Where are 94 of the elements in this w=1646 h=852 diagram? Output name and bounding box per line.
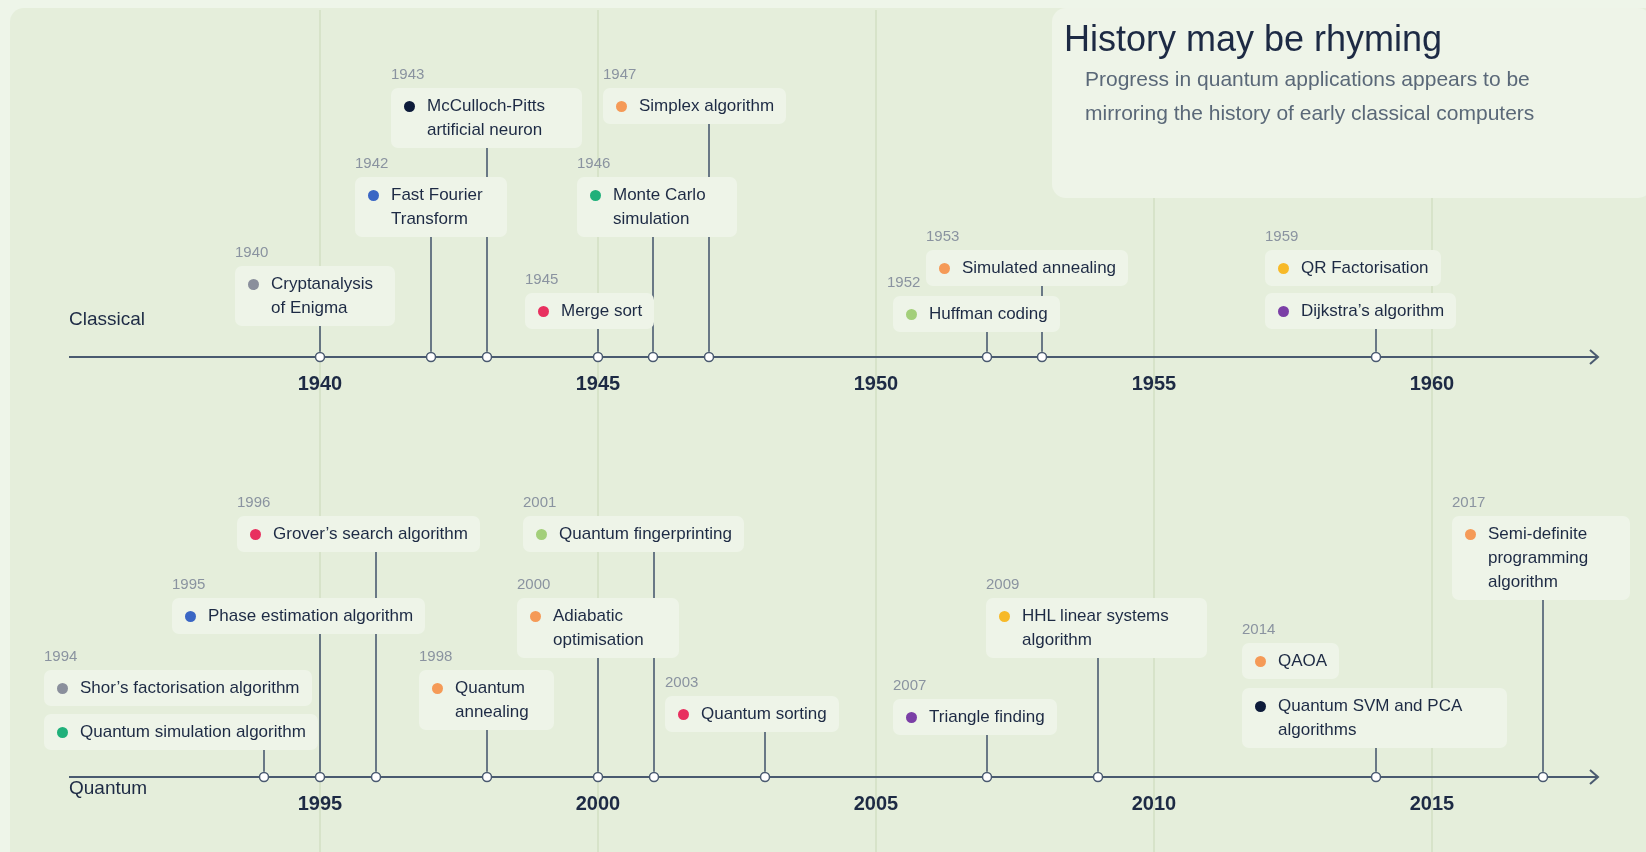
timeline-marker: [314, 351, 326, 363]
year-label: 2017: [1452, 492, 1486, 512]
event-name: Simulated annealing: [962, 257, 1117, 279]
year-label: 1952: [887, 272, 921, 292]
timeline-marker: [481, 351, 493, 363]
axis-year-label: 1945: [574, 372, 622, 395]
axis-year-label: 2015: [1408, 792, 1456, 815]
leader-line: [486, 729, 488, 773]
year-label: 2014: [1242, 619, 1276, 639]
timeline-marker: [370, 771, 382, 783]
event-name: Fast Fourier Transform: [391, 184, 484, 230]
year-label: 1998: [419, 646, 453, 666]
year-label: 1943: [391, 64, 425, 84]
axis-year-label: 1940: [296, 372, 344, 395]
event-name: Triangle finding: [929, 706, 1045, 728]
year-label: 1940: [235, 242, 269, 262]
leader-line: [263, 749, 265, 773]
timeline-marker: [648, 771, 660, 783]
year-label: 1942: [355, 153, 389, 173]
subtitle: Progress in quantum applications appears to be mirroring the history of early classical computers: [1085, 66, 1536, 126]
leader-line: [986, 734, 988, 773]
year-label: 1996: [237, 492, 271, 512]
event-card: [44, 714, 318, 750]
timeline-marker: [1370, 771, 1382, 783]
timeline-marker: [314, 771, 326, 783]
axis-year-label: 2010: [1130, 792, 1178, 815]
leader-line: [1375, 747, 1377, 773]
timeline-marker: [425, 351, 437, 363]
event-name: Cryptanalysis of Enigma: [271, 273, 375, 319]
event-name: Merge sort: [561, 300, 643, 322]
event-name: Simplex algorithm: [639, 95, 775, 117]
event-name: Adiabatic optimisation: [553, 605, 645, 651]
row-label: Quantum: [69, 777, 148, 799]
event-name: HHL linear systems algorithm: [1022, 605, 1170, 651]
event-name: Shor’s factorisation algorithm: [80, 677, 300, 699]
timeline-marker: [592, 351, 604, 363]
timeline-marker: [703, 351, 715, 363]
event-name: Grover’s search algorithm: [273, 523, 468, 545]
leader-line: [1375, 328, 1377, 353]
year-label: 2007: [893, 675, 927, 695]
year-label: 2003: [665, 672, 699, 692]
year-label: 2000: [517, 574, 551, 594]
axis-year-label: 1995: [296, 792, 344, 815]
leader-line: [986, 331, 988, 353]
leader-line: [430, 236, 432, 353]
event-name: Quantum SVM and PCA algorithms: [1278, 695, 1463, 741]
event-card: [1242, 688, 1507, 748]
timeline-marker: [481, 771, 493, 783]
leader-line: [597, 657, 599, 773]
leader-line: [319, 325, 321, 353]
event-name: McCulloch-Pitts artificial neuron: [427, 95, 547, 141]
event-name: QR Factorisation: [1301, 257, 1429, 279]
axis-year-label: 1960: [1408, 372, 1456, 395]
timeline-marker: [1370, 351, 1382, 363]
event-name: Phase estimation algorithm: [208, 605, 414, 627]
year-label: 2009: [986, 574, 1020, 594]
event-name: Quantum annealing: [455, 677, 530, 723]
event-name: Monte Carlo simulation: [613, 184, 707, 230]
timeline-marker: [1092, 771, 1104, 783]
timeline-marker: [1036, 351, 1048, 363]
event-name: QAOA: [1278, 650, 1328, 672]
event-name: Quantum fingerprinting: [559, 523, 732, 545]
year-label: 1947: [603, 64, 637, 84]
row-label: Classical: [69, 308, 146, 330]
year-label: 1959: [1265, 226, 1299, 246]
timeline-marker: [647, 351, 659, 363]
axis-year-label: 2005: [852, 792, 900, 815]
year-label: 1994: [44, 646, 78, 666]
axis-year-label: 2000: [574, 792, 622, 815]
axis-year-label: 1955: [1130, 372, 1178, 395]
leader-line: [1097, 657, 1099, 773]
timeline-marker: [981, 771, 993, 783]
event-name: Quantum sorting: [701, 703, 827, 725]
timeline-marker: [759, 771, 771, 783]
event-name: Dijkstra’s algorithm: [1301, 300, 1445, 322]
timeline-marker: [258, 771, 270, 783]
leader-line: [1542, 599, 1544, 773]
year-label: 1945: [525, 269, 559, 289]
timeline-marker: [1537, 771, 1549, 783]
event-card: [1265, 293, 1457, 329]
event-name: Semi-definite programming algorithm: [1488, 523, 1590, 593]
event-name: Quantum simulation algorithm: [80, 721, 306, 743]
timeline-marker: [981, 351, 993, 363]
leader-line: [764, 731, 766, 773]
timeline-marker: [592, 771, 604, 783]
year-label: 1995: [172, 574, 206, 594]
title: History may be rhyming: [1064, 18, 1443, 60]
year-label: 1953: [926, 226, 960, 246]
year-label: 2001: [523, 492, 557, 512]
axis-year-label: 1950: [852, 372, 900, 395]
event-name: Huffman coding: [929, 303, 1048, 325]
leader-line: [597, 328, 599, 353]
year-label: 1946: [577, 153, 611, 173]
leader-line: [319, 633, 321, 773]
